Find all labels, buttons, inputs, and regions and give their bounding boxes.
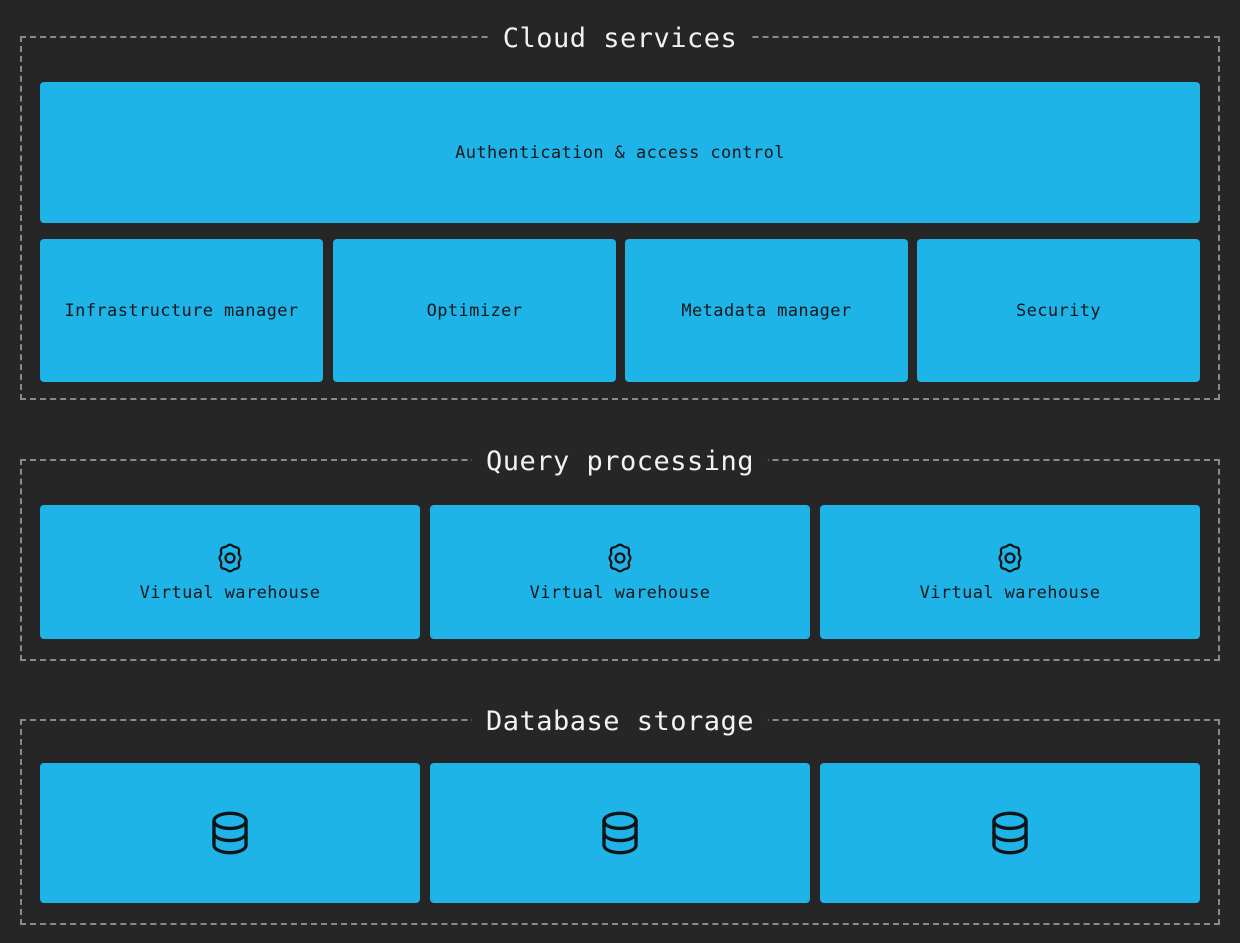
node-label-virtual-warehouse-2: Virtual warehouse xyxy=(529,583,711,603)
node-label-optimizer: Optimizer xyxy=(426,300,523,321)
gear-icon xyxy=(993,541,1027,575)
node-optimizer[interactable]: Optimizer xyxy=(333,239,616,382)
database-icon xyxy=(984,807,1036,859)
node-label-virtual-warehouse-3: Virtual warehouse xyxy=(919,583,1101,603)
database-icon xyxy=(204,807,256,859)
node-security[interactable]: Security xyxy=(917,239,1200,382)
node-label-virtual-warehouse-1: Virtual warehouse xyxy=(139,583,321,603)
node-database-storage-2[interactable] xyxy=(430,763,810,903)
node-virtual-warehouse-1[interactable]: Virtual warehouse xyxy=(40,505,420,639)
node-authentication-access-control[interactable]: Authentication & access control xyxy=(40,82,1200,223)
node-virtual-warehouse-2[interactable]: Virtual warehouse xyxy=(430,505,810,639)
section-cloud-services: Cloud services Authentication & access c… xyxy=(20,25,1220,400)
node-database-storage-3[interactable] xyxy=(820,763,1200,903)
node-label-infrastructure-manager: Infrastructure manager xyxy=(64,300,299,321)
node-virtual-warehouse-3[interactable]: Virtual warehouse xyxy=(820,505,1200,639)
node-label-authentication: Authentication & access control xyxy=(455,142,785,163)
node-label-metadata-manager: Metadata manager xyxy=(681,300,852,321)
section-title-cloud-services: Cloud services xyxy=(488,25,752,53)
section-title-query-processing: Query processing xyxy=(471,448,769,476)
section-query-processing: Query processing Virtual warehouse Virtu… xyxy=(20,448,1220,661)
node-database-storage-1[interactable] xyxy=(40,763,420,903)
gear-icon xyxy=(213,541,247,575)
section-title-database-storage: Database storage xyxy=(471,708,769,736)
database-icon xyxy=(594,807,646,859)
gear-icon xyxy=(603,541,637,575)
section-database-storage: Database storage xyxy=(20,708,1220,925)
node-label-security: Security xyxy=(1015,300,1102,321)
node-metadata-manager[interactable]: Metadata manager xyxy=(625,239,908,382)
node-infrastructure-manager[interactable]: Infrastructure manager xyxy=(40,239,323,382)
